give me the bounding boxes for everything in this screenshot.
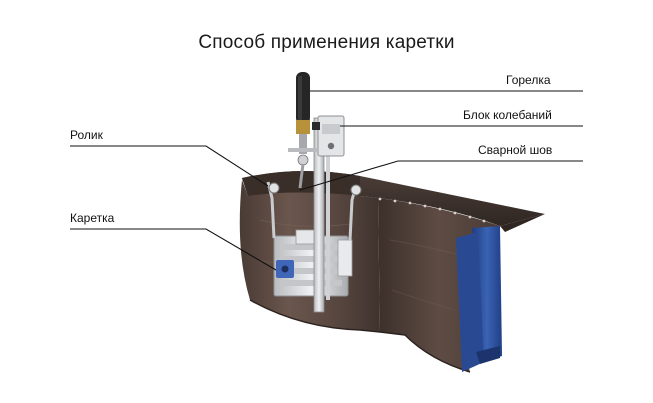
diagram-title: Способ применения каретки — [198, 32, 455, 53]
blue-profile — [456, 226, 502, 372]
label-roller: Ролик — [70, 128, 103, 142]
torch — [288, 72, 318, 189]
label-torch: Горелка — [506, 73, 551, 87]
label-carriage: Каретка — [70, 211, 115, 225]
label-oscillation-block: Блок колебаний — [463, 108, 552, 122]
weld-seam — [378, 197, 486, 223]
label-weld-seam: Сварной шов — [478, 143, 553, 157]
leader-lines — [70, 90, 583, 271]
roller-right — [348, 184, 362, 241]
leader-weld-seam — [299, 160, 583, 191]
oscillation-block — [312, 115, 345, 157]
blue-knob — [276, 260, 294, 278]
leader-carriage — [70, 228, 277, 271]
roller-left — [266, 181, 280, 239]
leader-roller — [70, 145, 269, 187]
